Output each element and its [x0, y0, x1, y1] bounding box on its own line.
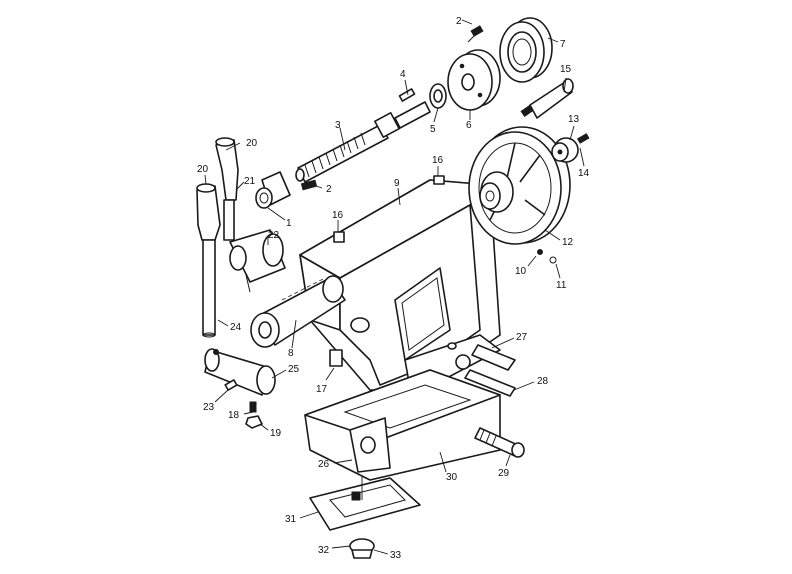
key-17: [329, 349, 343, 367]
callout-16-left: 16: [332, 210, 344, 221]
callout-3: 3: [335, 120, 341, 131]
callout-8: 8: [288, 348, 294, 359]
leader-lines: [204, 19, 585, 555]
callout-25: 25: [288, 364, 300, 375]
callout-6: 6: [466, 120, 472, 131]
callout-32: 32: [318, 545, 330, 556]
callout-26: 26: [318, 459, 330, 470]
clamp-shaft: [204, 348, 276, 396]
callout-1: 1: [286, 218, 292, 229]
clamp-nut: [349, 538, 375, 559]
screw-nut-left: [300, 179, 318, 191]
callout-20-top: 20: [246, 138, 258, 149]
callout-18: 18: [228, 410, 240, 421]
callout-21: 21: [244, 176, 256, 187]
callout-19: 19: [270, 428, 282, 439]
callout-2-left: 2: [326, 184, 332, 195]
callout-15: 15: [560, 64, 572, 75]
handwheel-part: [468, 126, 571, 245]
callout-5: 5: [430, 124, 436, 135]
pin-23: [224, 379, 238, 391]
tailstock-body: [299, 179, 501, 393]
callout-20-left: 20: [197, 164, 209, 175]
callout-2-top: 2: [456, 16, 462, 27]
callout-24: 24: [230, 322, 242, 333]
callout-30: 30: [446, 472, 458, 483]
screw-top: [467, 25, 484, 43]
key-part: [398, 88, 416, 102]
callout-13: 13: [568, 114, 580, 125]
plug-16-left: [333, 231, 345, 243]
callout-23: 23: [203, 402, 215, 413]
callout-12: 12: [562, 237, 574, 248]
handle-left-lower: [196, 183, 221, 338]
bearing-part: [429, 83, 447, 109]
quill-part: [250, 275, 346, 348]
clamp-bolt-29: [474, 427, 525, 458]
tailstock-base: [304, 369, 501, 481]
callout-10: 10: [515, 266, 527, 277]
leadscrew-part: [295, 101, 431, 183]
handle-hub: [551, 133, 590, 163]
callout-labels: 1 2 2 3 4 5 6 7 8 9 10 11 12 13 14 15 16…: [197, 16, 590, 561]
gib-strip: [471, 344, 516, 371]
callout-4: 4: [400, 69, 406, 80]
adjusting-bolt: [455, 354, 516, 397]
callout-17: 17: [316, 384, 328, 395]
callout-29: 29: [498, 468, 510, 479]
callout-27: 27: [516, 332, 528, 343]
plug-16-right: [433, 175, 445, 185]
flange-part: [447, 49, 501, 111]
callout-14: 14: [578, 168, 590, 179]
callout-31: 31: [285, 514, 297, 525]
handle-left-upper: [215, 137, 239, 241]
callout-11: 11: [556, 280, 567, 291]
clamp-plate: [309, 477, 421, 531]
callout-16-right: 16: [432, 155, 444, 166]
leadscrew-nut: [255, 171, 291, 209]
callout-22: 22: [268, 230, 280, 241]
callout-33: 33: [390, 550, 402, 561]
dial-part: [499, 17, 553, 83]
callout-28: 28: [537, 376, 549, 387]
callout-9: 9: [394, 178, 400, 189]
nut-19: [245, 415, 263, 429]
callout-7: 7: [560, 39, 566, 50]
setscrew-18: [249, 401, 257, 413]
ball-spring: [537, 249, 557, 264]
